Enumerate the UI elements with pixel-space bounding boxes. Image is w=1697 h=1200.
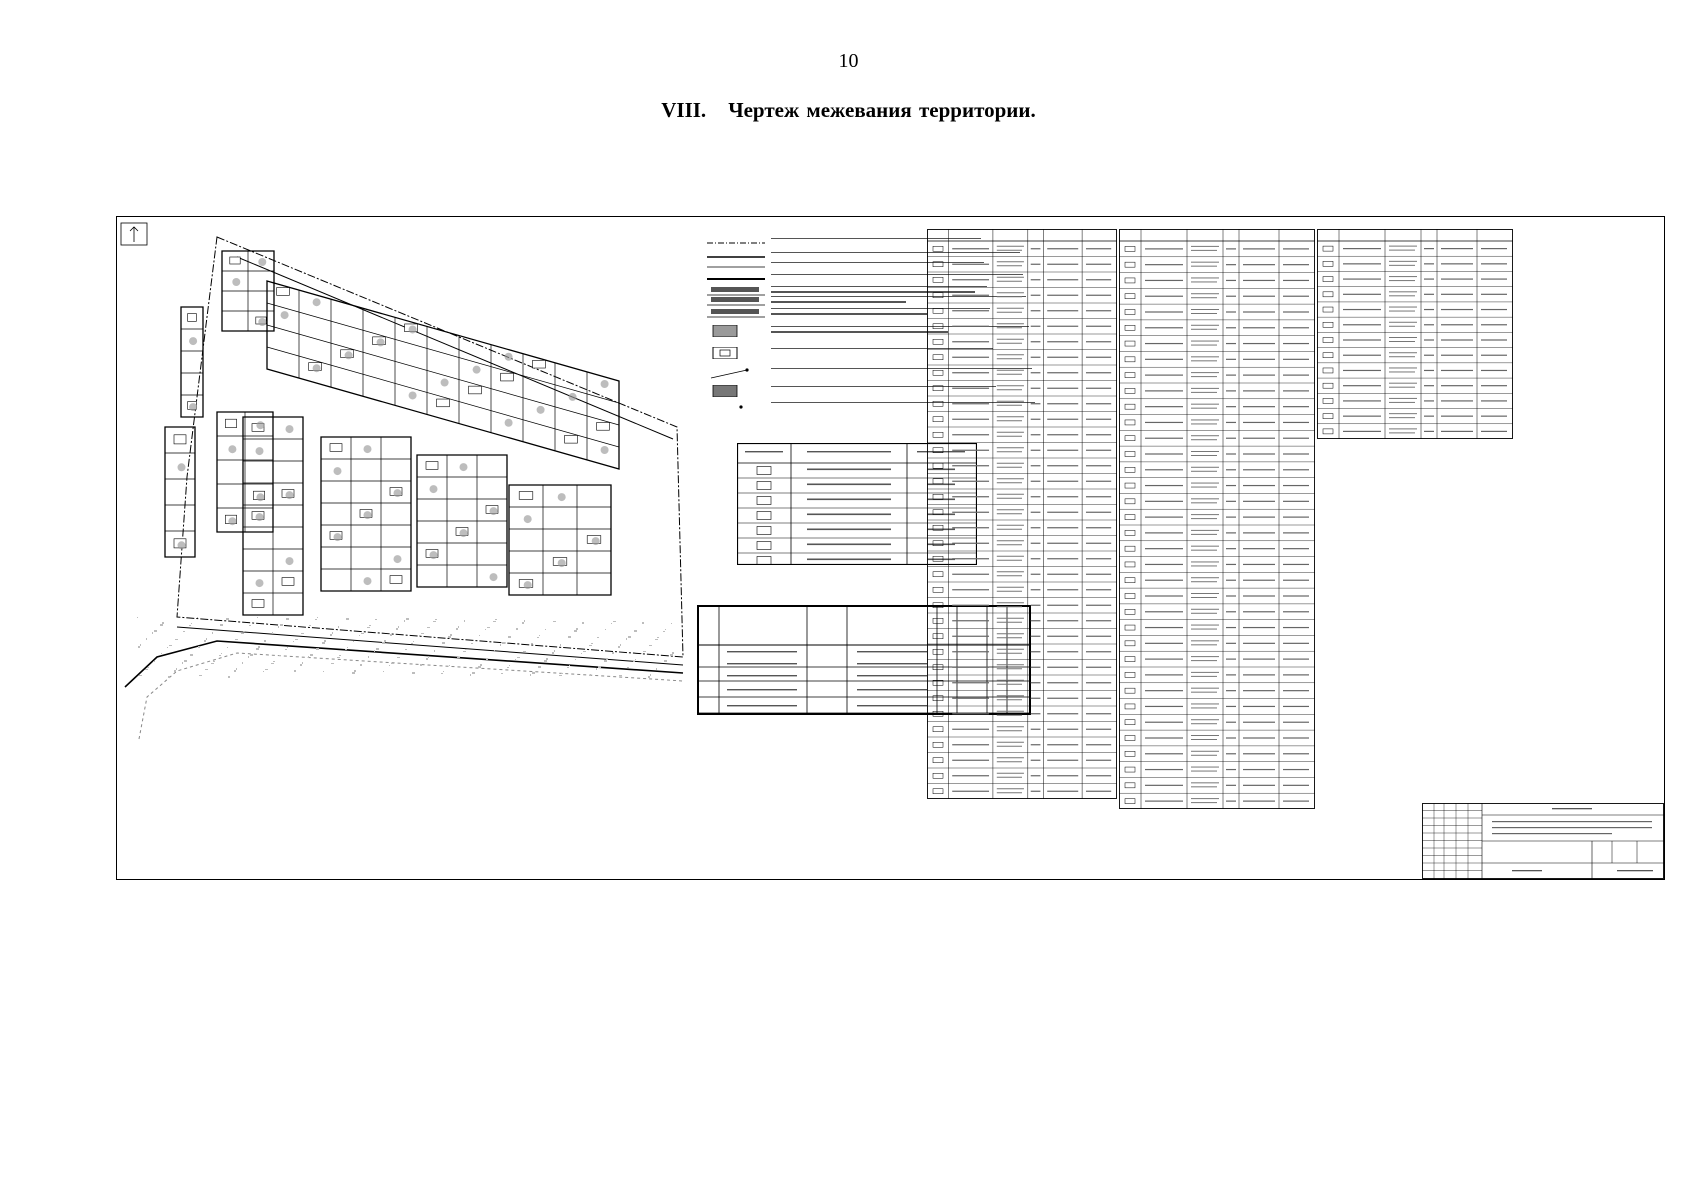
plot-marker (436, 398, 450, 408)
coordinates-table-1 (927, 229, 1117, 799)
legend-text-lines (771, 249, 1071, 269)
plots-explication-table (737, 443, 977, 565)
plot-marker (500, 372, 514, 382)
legend-row (707, 303, 1077, 329)
legend-row (707, 397, 1077, 423)
coordinates-table-2 (1119, 229, 1315, 809)
legend-box-icon (712, 347, 738, 359)
map-block-f (416, 454, 508, 588)
legend-code-c-icon (707, 309, 765, 318)
legend-row (707, 281, 1077, 307)
plot-marker (225, 418, 237, 428)
legend-text-lines (771, 399, 1071, 419)
section-numeral: VIII. (661, 98, 707, 122)
legend-dashdot-icon (707, 242, 765, 244)
map-block-a (221, 250, 275, 332)
legend-text-lines (771, 283, 1071, 303)
legend-row (707, 257, 1077, 283)
legend-text-lines (771, 293, 1071, 313)
legend-code-a-icon (707, 287, 765, 296)
legend-text-lines (771, 259, 1071, 279)
legend-hatched-icon (712, 325, 738, 337)
zones-explication-table (697, 605, 1031, 715)
legend-text-lines (771, 383, 1071, 403)
plot-marker (329, 443, 343, 452)
legend-row (707, 269, 1077, 295)
legend-text-lines (771, 365, 1071, 385)
legend-code-b-icon (707, 297, 765, 306)
legend-text-lines (771, 323, 1071, 343)
legend-text-lines (771, 271, 1071, 291)
coordinates-table-3 (1317, 229, 1513, 439)
plot-marker (532, 360, 546, 369)
legend-row (707, 321, 1077, 347)
south-road-line (176, 626, 684, 666)
map-block-b (266, 280, 620, 470)
plot-marker (251, 599, 265, 608)
map-block-i (180, 306, 204, 418)
plot-marker (173, 434, 187, 445)
plot-marker (229, 256, 241, 265)
plot-marker (564, 435, 578, 444)
section-heading: Чертеж межевания территории. (728, 98, 1036, 122)
section-title: VIII. Чертеж межевания территории. (0, 98, 1697, 123)
plot-marker (425, 461, 439, 470)
north-arrow-frame (120, 222, 148, 246)
page-number: 10 (838, 50, 859, 72)
river-bank (124, 640, 684, 688)
legend-row (707, 247, 1077, 273)
legend-row (707, 381, 1077, 407)
legend-text-lines (771, 305, 1071, 325)
title-block (1422, 803, 1664, 879)
project-boundary (176, 236, 684, 658)
legend-index-icon (739, 405, 743, 409)
plot-marker (389, 575, 403, 584)
legend-dark-icon (712, 385, 738, 397)
plot-marker (596, 422, 610, 431)
map-block-d (242, 416, 304, 616)
legend-row (707, 291, 1077, 317)
plot-marker (468, 385, 482, 395)
drawing-sheet (116, 216, 1665, 880)
plot-marker (518, 491, 534, 500)
north-road-line (236, 256, 674, 440)
legend-red-line-icon (707, 256, 765, 258)
legend-thick-line-icon (707, 278, 765, 280)
legend-text-lines (771, 345, 1071, 365)
legend-row (707, 233, 1077, 259)
legend (707, 233, 1077, 553)
plot-marker (187, 313, 197, 322)
map-block-c (216, 411, 274, 533)
legend-text-lines (771, 235, 1071, 255)
survey-map (120, 222, 684, 740)
legend-point-icon (710, 368, 749, 379)
plot-marker (281, 577, 295, 586)
plot-marker (276, 287, 290, 296)
legend-thin-line-icon (707, 266, 765, 268)
legend-row (707, 363, 1077, 389)
legend-row (707, 343, 1077, 369)
north-arrow-icon (129, 226, 139, 242)
